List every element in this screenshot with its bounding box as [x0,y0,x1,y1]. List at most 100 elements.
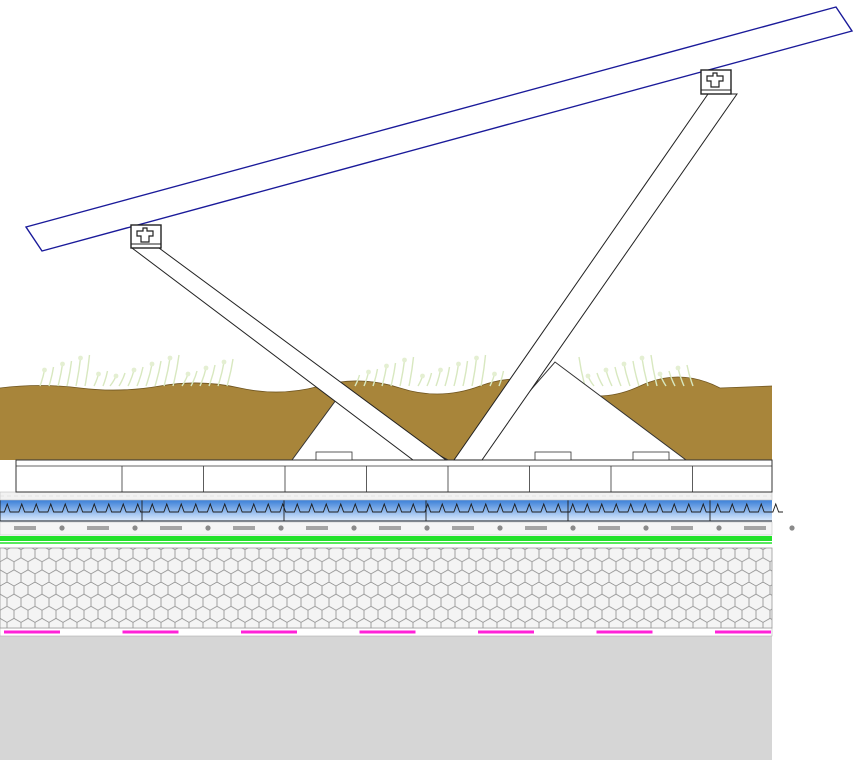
plant-stem [57,363,64,387]
plant-stem [154,360,162,387]
plant-stem [632,360,640,387]
plant-stem [641,357,649,387]
plant-leaf [221,359,227,365]
plant-stem [408,356,415,387]
plant-leaf [384,363,389,369]
mat-bar [671,526,693,530]
root-barrier [0,536,772,544]
mat-bar [379,526,401,530]
mat-bar [233,526,255,530]
mat-dot [716,525,722,531]
plant-leaf [96,371,101,377]
mat-dot [205,525,211,531]
plant-stem [145,363,153,387]
plant-stem [172,354,180,387]
plant-stem [605,369,613,387]
plant-stem [462,360,469,387]
plant-leaf [492,371,497,377]
plant-stem [75,357,82,387]
plant-stem [354,374,361,387]
mat-dot [278,525,284,531]
mounting-profile-clamp [700,69,732,95]
plant-leaf [185,371,191,377]
plant-leaf [131,367,137,373]
drainage-element [0,500,783,522]
plant-stem [127,369,135,387]
plant-leaf [420,373,425,379]
plant-leaf [149,361,155,367]
mat-dot [789,525,795,531]
mat-bar [14,526,36,530]
solar-panel [24,6,854,252]
mat-dot [351,525,357,531]
mat-bar [598,526,620,530]
plant-stem [217,361,225,387]
plant-stem [84,354,91,387]
plant-leaf [366,369,371,375]
plant-leaf [167,355,173,361]
protection-mat [0,521,795,536]
plant-stem [226,358,234,387]
mat-dot [424,525,430,531]
plant-stem [372,368,379,387]
filter-fleece [0,491,773,501]
insulation-layer [0,547,773,629]
plant-stem [596,372,604,387]
plant-stem [190,370,198,387]
plant-leaf [78,355,83,361]
plant-leaf [639,355,645,361]
mat-dot [497,525,503,531]
mounting-profile-clamp [130,224,162,249]
plant-stem [623,363,631,387]
plant-stem [686,364,694,387]
vapour-barrier [0,627,773,637]
mat-bar [744,526,766,530]
mat-dot [570,525,576,531]
plant-leaf [113,373,119,379]
plant-stem [480,354,487,387]
plant-stem [399,359,406,387]
plant-leaf [456,361,461,367]
plant-leaf [585,373,591,379]
plant-stem [48,366,55,387]
plant-stem [426,372,433,387]
plant-stem [614,366,622,387]
plant-leaf [657,371,663,377]
plant-stem [118,372,126,387]
plant-leaf [621,361,627,367]
plant-leaf [203,365,209,371]
plant-leaf [402,357,407,363]
plant-stem [453,363,460,387]
plant-stem [381,365,388,387]
plant-leaf [474,355,479,361]
mat-dot [132,525,138,531]
plant-leaf [42,367,47,373]
plant-leaf [438,367,443,373]
mat-bar [160,526,182,530]
plant-stem [444,366,451,387]
plant-stem [66,360,73,387]
plant-stem [39,369,46,387]
plant-leaf [603,367,609,373]
plant-leaf [675,365,681,371]
vegetation [39,354,694,387]
mat-dot [59,525,65,531]
plant-stem [471,357,478,387]
plant-stem [136,366,144,387]
plant-stem [650,354,658,387]
plant-stem [435,369,442,387]
plant-stem [668,370,676,387]
mounting-struts [130,93,738,461]
concrete-slab [0,636,772,760]
plant-stem [390,362,397,387]
plant-stem [208,364,216,387]
mat-bar [306,526,328,530]
plant-stem [163,357,171,387]
mat-bar [525,526,547,530]
mat-bar [87,526,109,530]
plant-leaf [60,361,65,367]
mat-bar [452,526,474,530]
plant-stem [498,370,505,387]
